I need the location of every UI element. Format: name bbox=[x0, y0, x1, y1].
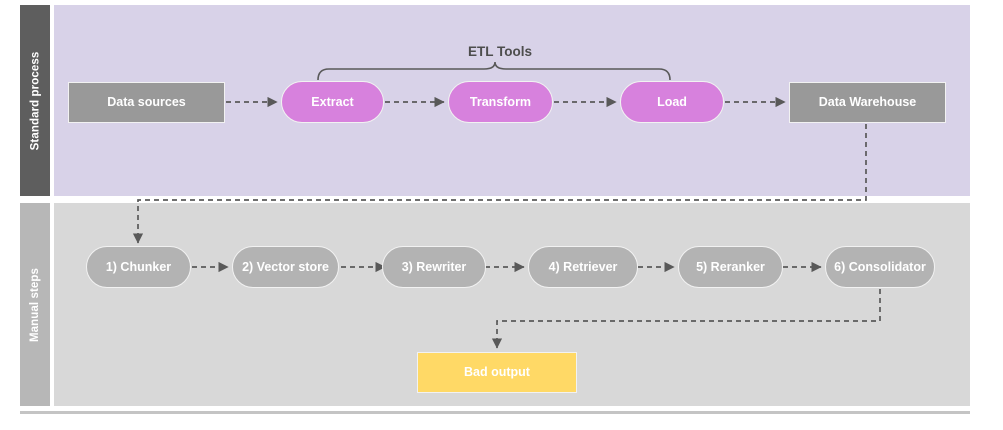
node-bad-output-label: Bad output bbox=[464, 365, 530, 380]
node-consolidator[interactable]: 6) Consolidator bbox=[825, 246, 935, 288]
node-transform-label: Transform bbox=[469, 94, 532, 109]
node-load[interactable]: Load bbox=[620, 81, 724, 123]
node-reranker[interactable]: 5) Reranker bbox=[678, 246, 783, 288]
node-consolidator-label: 6) Consolidator bbox=[834, 259, 926, 274]
node-bad-output[interactable]: Bad output bbox=[417, 352, 577, 393]
lane-header-manual-steps: Manual steps bbox=[20, 203, 50, 406]
node-retriever-label: 4) Retriever bbox=[548, 259, 618, 274]
node-vector-store[interactable]: 2) Vector store bbox=[232, 246, 339, 288]
node-vector-store-label: 2) Vector store bbox=[242, 259, 329, 274]
node-data-sources[interactable]: Data sources bbox=[68, 82, 225, 123]
node-data-sources-label: Data sources bbox=[107, 95, 186, 110]
node-extract-label: Extract bbox=[311, 94, 354, 109]
lane-header-manual-steps-label: Manual steps bbox=[29, 267, 41, 342]
node-load-label: Load bbox=[657, 94, 687, 109]
node-data-warehouse-label: Data Warehouse bbox=[818, 95, 917, 110]
node-reranker-label: 5) Reranker bbox=[696, 259, 765, 274]
node-rewriter-label: 3) Rewriter bbox=[401, 259, 467, 274]
lane-header-standard-process-label: Standard process bbox=[29, 51, 41, 150]
node-chunker-label: 1) Chunker bbox=[105, 259, 172, 274]
node-data-warehouse[interactable]: Data Warehouse bbox=[789, 82, 946, 123]
node-retriever[interactable]: 4) Retriever bbox=[528, 246, 638, 288]
node-transform[interactable]: Transform bbox=[448, 81, 553, 123]
etl-tools-label: ETL Tools bbox=[468, 44, 532, 59]
node-rewriter[interactable]: 3) Rewriter bbox=[382, 246, 486, 288]
bottom-divider bbox=[20, 411, 970, 414]
node-extract[interactable]: Extract bbox=[281, 81, 384, 123]
node-chunker[interactable]: 1) Chunker bbox=[86, 246, 191, 288]
lane-header-standard-process: Standard process bbox=[20, 5, 50, 196]
